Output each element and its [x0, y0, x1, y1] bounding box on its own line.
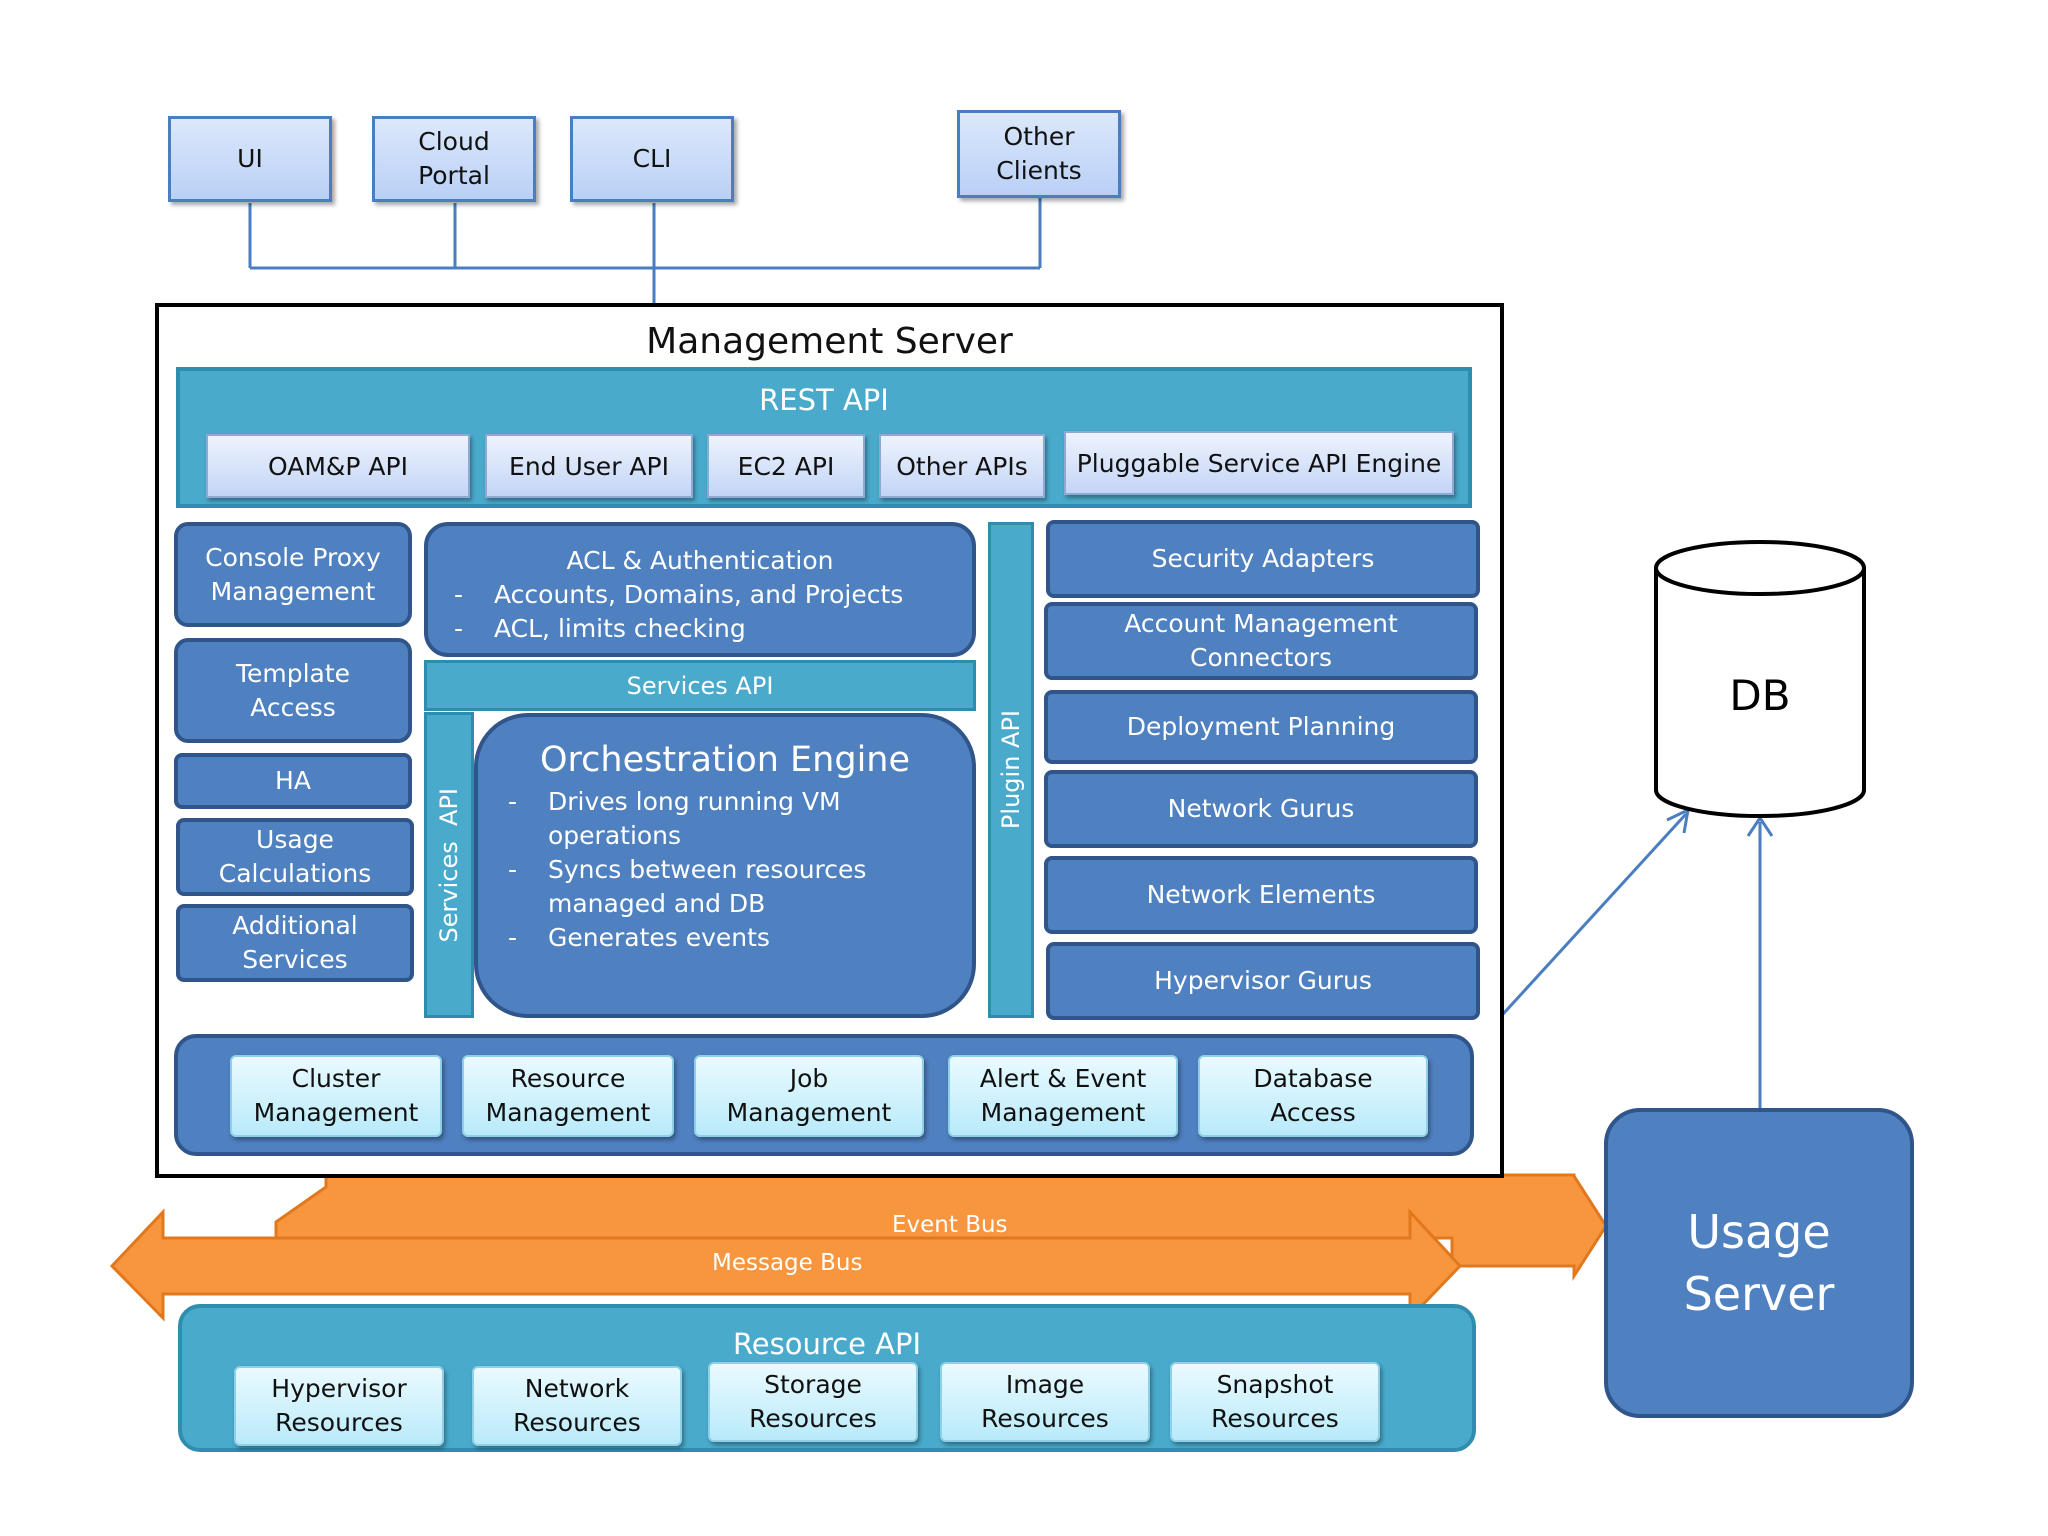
module-deployment-planning-label: Deployment Planning: [1126, 712, 1396, 741]
api-end-user: End User API: [485, 434, 693, 498]
module-network-elements-label: Network Elements: [1146, 880, 1376, 909]
client-cloud-portal: Cloud Portal: [372, 116, 536, 202]
resource-snapshot: Snapshot Resources: [1170, 1362, 1380, 1442]
module-hypervisor-gurus-label: Hypervisor Gurus: [1154, 966, 1372, 995]
module-alert-event-management: Alert & Event Management: [948, 1055, 1178, 1137]
client-cloud-portal-label: Cloud Portal: [418, 127, 490, 190]
acl-item: -ACL, limits checking: [454, 612, 972, 646]
module-database-access-label: Database Access: [1253, 1064, 1373, 1127]
resource-hypervisor: Hypervisor Resources: [234, 1366, 444, 1446]
client-cli: CLI: [570, 116, 734, 202]
module-hypervisor-gurus: Hypervisor Gurus: [1046, 942, 1480, 1020]
resource-network: Network Resources: [472, 1366, 682, 1446]
resource-storage: Storage Resources: [708, 1362, 918, 1442]
plugin-api-label: Plugin API: [997, 710, 1025, 830]
module-network-gurus: Network Gurus: [1044, 770, 1478, 848]
message-bus-arrow: [109, 1208, 1463, 1322]
module-acl-authentication: ACL & Authentication -Accounts, Domains,…: [424, 522, 976, 657]
management-server-title: Management Server: [646, 320, 1013, 362]
api-oamp: OAM&P API: [206, 434, 470, 498]
module-resource-management: Resource Management: [462, 1055, 674, 1137]
module-network-gurus-label: Network Gurus: [1167, 794, 1355, 823]
orchestration-item-text: Generates events: [548, 923, 770, 952]
api-ec2: EC2 API: [707, 434, 865, 498]
orchestration-item: -Generates events: [508, 921, 962, 955]
acl-item-text: Accounts, Domains, and Projects: [494, 580, 904, 609]
module-template-access-label: Template Access: [235, 658, 351, 722]
plugin-api-bar: Plugin API: [988, 522, 1034, 1018]
services-api-vertical-label: Services API: [435, 787, 463, 943]
module-account-management-connectors-label: Account Management Connectors: [1124, 609, 1398, 672]
module-cluster-management: Cluster Management: [230, 1055, 442, 1137]
orchestration-item: -Drives long running VM operations: [508, 785, 962, 853]
api-pluggable-service-engine: Pluggable Service API Engine: [1064, 431, 1454, 495]
module-additional-services-label: Additional Services: [232, 911, 358, 974]
module-database-access: Database Access: [1198, 1055, 1428, 1137]
client-other-clients-label: Other Clients: [996, 122, 1082, 185]
orchestration-item-text: Syncs between resources managed and DB: [548, 855, 867, 918]
module-ha-label: HA: [275, 766, 311, 795]
rest-api-title: REST API: [759, 383, 889, 417]
module-usage-calculations-label: Usage Calculations: [218, 825, 372, 888]
module-account-management-connectors: Account Management Connectors: [1044, 602, 1478, 680]
resource-storage-label: Storage Resources: [749, 1370, 877, 1433]
module-console-proxy-label: Console Proxy Management: [205, 542, 381, 606]
acl-item: -Accounts, Domains, and Projects: [454, 578, 972, 612]
resource-image-label: Image Resources: [981, 1370, 1109, 1433]
module-usage-calculations: Usage Calculations: [176, 818, 414, 896]
module-additional-services: Additional Services: [176, 904, 414, 982]
module-console-proxy: Console Proxy Management: [174, 522, 412, 627]
module-security-adapters-label: Security Adapters: [1151, 544, 1375, 573]
orchestration-engine: Orchestration Engine -Drives long runnin…: [474, 713, 976, 1018]
resource-snapshot-label: Snapshot Resources: [1211, 1370, 1339, 1433]
module-template-access: Template Access: [174, 638, 412, 743]
module-security-adapters: Security Adapters: [1046, 520, 1480, 598]
services-api-bar: Services API: [424, 660, 976, 711]
module-alert-event-management-label: Alert & Event Management: [979, 1064, 1147, 1127]
module-deployment-planning: Deployment Planning: [1044, 690, 1478, 764]
db-cylinder: [1654, 540, 1866, 818]
orchestration-item: -Syncs between resources managed and DB: [508, 853, 962, 921]
acl-item-text: ACL, limits checking: [494, 614, 746, 643]
client-other-clients: Other Clients: [957, 110, 1121, 198]
orchestration-item-text: Drives long running VM operations: [548, 787, 841, 850]
acl-title: ACL & Authentication: [566, 546, 834, 575]
resource-hypervisor-label: Hypervisor Resources: [271, 1374, 407, 1437]
module-ha: HA: [174, 753, 412, 809]
module-job-management: Job Management: [694, 1055, 924, 1137]
resource-network-label: Network Resources: [513, 1374, 641, 1437]
client-ui: UI: [168, 116, 332, 202]
services-api-vertical-bar: Services API: [424, 712, 474, 1018]
module-cluster-management-label: Cluster Management: [253, 1064, 419, 1127]
db-label: DB: [1729, 670, 1791, 720]
module-network-elements: Network Elements: [1044, 856, 1478, 934]
orchestration-title: Orchestration Engine: [539, 740, 911, 780]
module-job-management-label: Job Management: [726, 1064, 892, 1127]
message-bus-label: Message Bus: [712, 1250, 863, 1276]
usage-server: Usage Server: [1604, 1108, 1914, 1418]
usage-server-label: Usage Server: [1683, 1205, 1835, 1321]
client-cli-label: CLI: [632, 144, 672, 173]
resource-api-title: Resource API: [732, 1327, 922, 1361]
module-resource-management-label: Resource Management: [485, 1064, 651, 1127]
db-arrows: [1470, 807, 1774, 1108]
event-bus-label: Event Bus: [892, 1212, 1008, 1238]
client-connector-lines: [248, 197, 1042, 303]
api-other: Other APIs: [879, 434, 1045, 498]
resource-image: Image Resources: [940, 1362, 1150, 1442]
client-ui-label: UI: [237, 144, 263, 173]
